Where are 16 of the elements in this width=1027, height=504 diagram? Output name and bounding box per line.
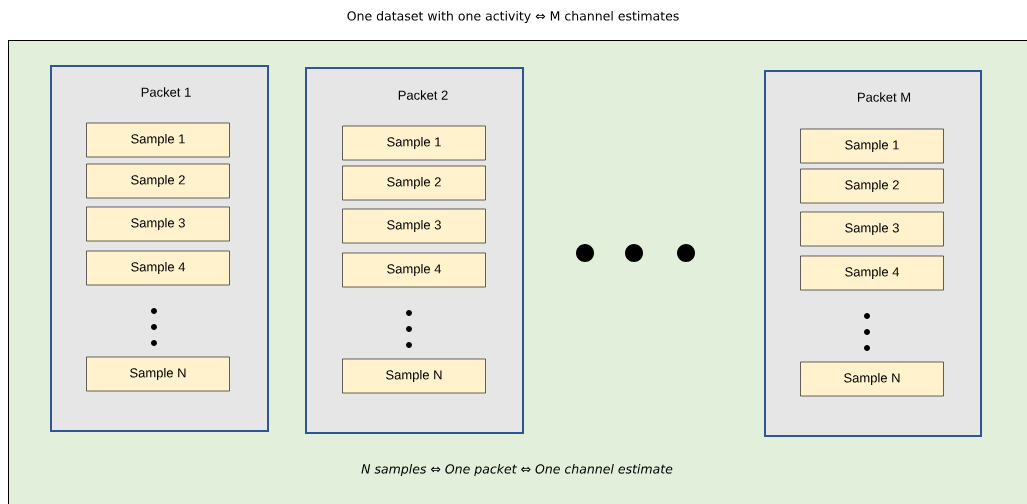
- sample-box: Sample 1: [800, 128, 944, 164]
- sample-box: Sample 3: [800, 211, 944, 247]
- title: One dataset with one activity ⇔ M channel estimates: [347, 10, 679, 24]
- sample-box: Sample 3: [86, 206, 230, 242]
- sample-box: Sample 2: [800, 168, 944, 204]
- sample-box: Sample 2: [86, 163, 230, 199]
- sample-box: Sample 4: [800, 255, 944, 291]
- sample-box: Sample 1: [86, 122, 230, 158]
- sample-box: Sample 2: [342, 165, 486, 201]
- sample-box: Sample 1: [342, 125, 486, 161]
- sample-box: Sample 4: [86, 250, 230, 286]
- sample-box: Sample 4: [342, 252, 486, 288]
- sample-box: Sample N: [342, 358, 486, 394]
- sample-box: Sample N: [86, 356, 230, 392]
- sample-box: Sample N: [800, 361, 944, 397]
- sample-box: Sample 3: [342, 208, 486, 244]
